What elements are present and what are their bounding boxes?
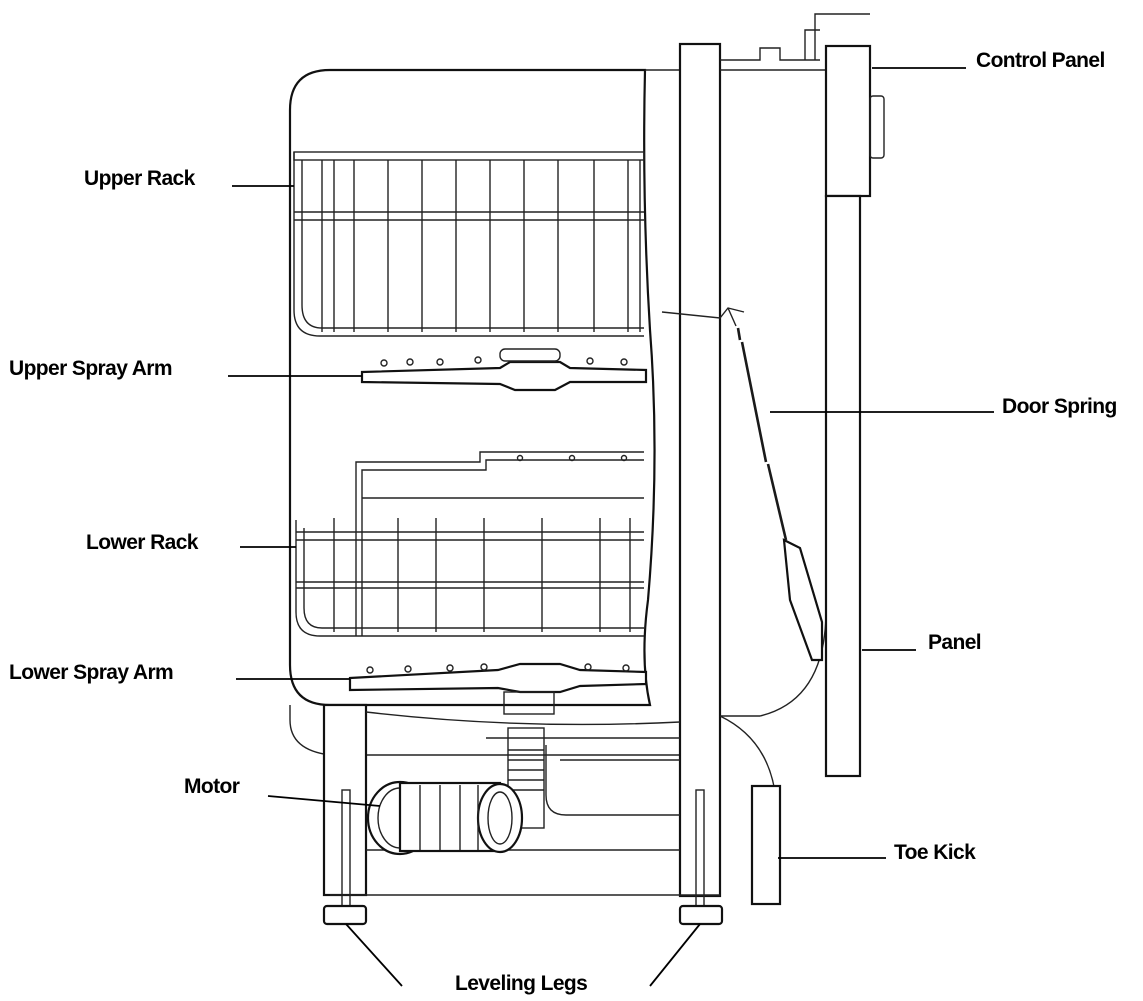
label-upper-rack: Upper Rack [84, 167, 195, 190]
door-spring [661, 307, 824, 662]
lower-spray-arm [348, 662, 648, 715]
door-panel [824, 194, 862, 778]
leader-lines [228, 67, 994, 987]
label-toe-kick: Toe Kick [894, 841, 976, 864]
door-frame [678, 42, 722, 898]
label-door-spring: Door Spring [1002, 395, 1117, 418]
label-upper-spray-arm: Upper Spray Arm [9, 357, 173, 380]
tub-body [288, 68, 680, 756]
upper-rack [293, 151, 645, 337]
top-latch [720, 13, 870, 61]
label-panel: Panel [928, 631, 982, 654]
toe-kick-plate [750, 784, 782, 906]
label-lower-spray-arm: Lower Spray Arm [9, 661, 174, 684]
label-leveling-legs: Leveling Legs [455, 972, 588, 995]
leveling-leg-left [322, 789, 368, 926]
upper-spray-arm [360, 348, 648, 392]
label-control-panel: Control Panel [976, 49, 1105, 72]
label-motor: Motor [184, 775, 240, 798]
leveling-leg-right [678, 789, 724, 926]
label-lower-rack: Lower Rack [86, 531, 198, 554]
lower-rack [295, 451, 644, 637]
motor [366, 780, 524, 856]
